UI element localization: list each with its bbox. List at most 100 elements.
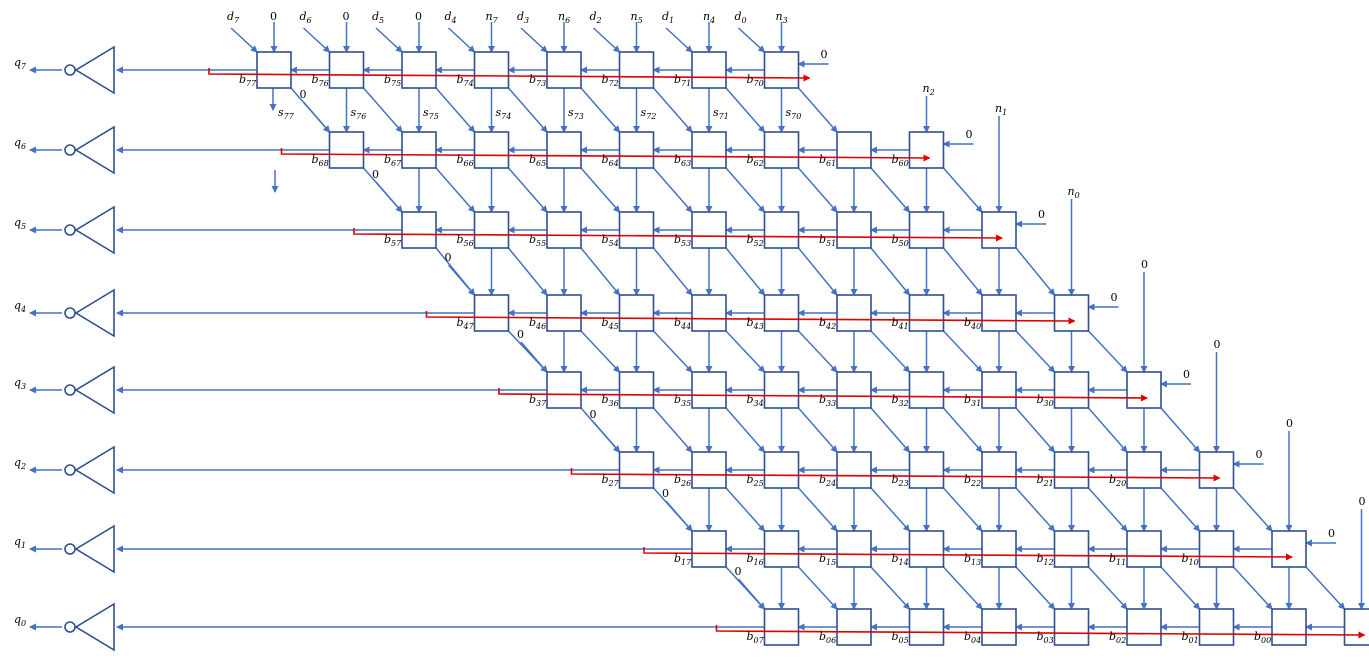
- zero-label: 0: [517, 328, 524, 341]
- diagonal-wire: [797, 87, 838, 133]
- cell-0-2: [401, 51, 437, 89]
- cell-4-10: [981, 371, 1017, 409]
- cell-0-5: [618, 51, 655, 89]
- borrow-chain-4: [498, 388, 1148, 402]
- diagonal-wire: [507, 167, 548, 213]
- cell-7-11: [1053, 608, 1090, 646]
- inverter-bubble: [64, 464, 76, 476]
- d-input-wire: [375, 27, 403, 53]
- b-label-04: b04: [964, 630, 981, 645]
- cell-4-6: [691, 371, 727, 409]
- inverter-3: [74, 288, 115, 338]
- zero-label: 0: [1038, 208, 1045, 221]
- s-label-70: s70: [786, 106, 802, 121]
- cell-layer: [64, 45, 1369, 652]
- output-label-q6: q6: [14, 136, 26, 151]
- b-label-73: b73: [529, 73, 546, 88]
- inverter-bubble: [64, 64, 76, 76]
- diagonal-wire: [870, 487, 911, 532]
- inverter-bubble: [64, 224, 76, 236]
- cell-2-9: [908, 211, 945, 249]
- inverter-bubble: [64, 307, 76, 319]
- inverter-1: [74, 125, 115, 175]
- zero-label: 0: [270, 10, 277, 23]
- diagonal-wire: [870, 167, 911, 213]
- borrow-chain-1: [280, 148, 931, 162]
- zero-label: 0: [372, 168, 379, 181]
- inverter-0: [74, 45, 115, 95]
- b-label-66: b66: [457, 153, 474, 168]
- diagonal-wire: [942, 566, 983, 610]
- cell-5-7: [763, 451, 800, 489]
- diagonal-wire: [1232, 487, 1273, 532]
- cell-5-12: [1126, 451, 1162, 489]
- diagonal-wire: [435, 167, 476, 213]
- diagonal-wire: [942, 330, 983, 373]
- b-label-70: b70: [747, 73, 764, 88]
- b-label-26: b26: [674, 473, 691, 488]
- zero-label: 0: [1141, 258, 1148, 271]
- cell-5-5: [618, 451, 655, 489]
- b-label-23: b23: [892, 473, 909, 488]
- output-label-q5: q5: [14, 216, 26, 231]
- zero-diag-wire: [447, 264, 476, 296]
- diagonal-wire: [1087, 566, 1128, 610]
- b-label-32: b32: [892, 393, 909, 408]
- cell-7-10: [981, 608, 1017, 646]
- b-label-54: b54: [602, 233, 619, 248]
- b-label-03: b03: [1037, 630, 1054, 645]
- b-label-60: b60: [892, 153, 909, 168]
- cell-5-8: [836, 451, 872, 489]
- cell-5-9: [908, 451, 945, 489]
- cell-0-1: [328, 51, 365, 89]
- cell-1-2: [401, 131, 437, 169]
- inverter-4: [74, 365, 115, 415]
- diagonal-wire: [1015, 487, 1056, 532]
- cell-6-8: [836, 530, 872, 568]
- cell-1-4: [546, 131, 582, 169]
- input-label-n6: n6: [558, 10, 570, 25]
- cell-0-6: [691, 51, 727, 89]
- b-label-10: b10: [1182, 552, 1199, 567]
- b-label-44: b44: [674, 316, 691, 331]
- cell-4-8: [836, 371, 872, 409]
- b-label-14: b14: [892, 552, 909, 567]
- b-label-63: b63: [674, 153, 691, 168]
- diagonal-wire: [725, 487, 766, 532]
- borrow-chain-layer: [208, 68, 1366, 639]
- b-label-72: b72: [602, 73, 619, 88]
- borrow-chain-2: [353, 228, 1003, 242]
- cell-0-7: [763, 51, 800, 89]
- input-label-d4: d4: [445, 10, 457, 25]
- inverter-7: [74, 602, 115, 652]
- s-label-76: s76: [351, 106, 367, 121]
- input-label-d3: d3: [517, 10, 529, 25]
- b-label-33: b33: [819, 393, 836, 408]
- d-input-wire: [737, 27, 766, 53]
- zero-diag-wire: [520, 341, 548, 373]
- cell-2-4: [546, 211, 582, 249]
- zero-label: 0: [300, 88, 307, 101]
- diagonal-wire: [725, 407, 766, 453]
- inverter-2: [74, 205, 115, 255]
- s-label-77: s77: [278, 106, 295, 121]
- cell-3-3: [473, 294, 510, 332]
- input-label-n7: n7: [486, 10, 499, 25]
- cell-6-13: [1198, 530, 1235, 568]
- zero-label: 0: [1328, 527, 1335, 540]
- cell-7-8: [836, 608, 872, 646]
- diagonal-wire: [797, 566, 838, 610]
- b-label-53: b53: [674, 233, 691, 248]
- cell-2-7: [763, 211, 800, 249]
- cell-4-11: [1053, 371, 1090, 409]
- diagonal-wire: [797, 330, 838, 373]
- d-input-wire: [447, 27, 476, 53]
- diagonal-wire: [1087, 330, 1128, 373]
- cell-7-12: [1126, 608, 1162, 646]
- zero-label: 0: [415, 10, 422, 23]
- s-label-74: s74: [496, 106, 512, 121]
- input-label-d5: d5: [372, 10, 384, 25]
- b-label-22: b22: [964, 473, 981, 488]
- diagonal-wire: [797, 487, 838, 532]
